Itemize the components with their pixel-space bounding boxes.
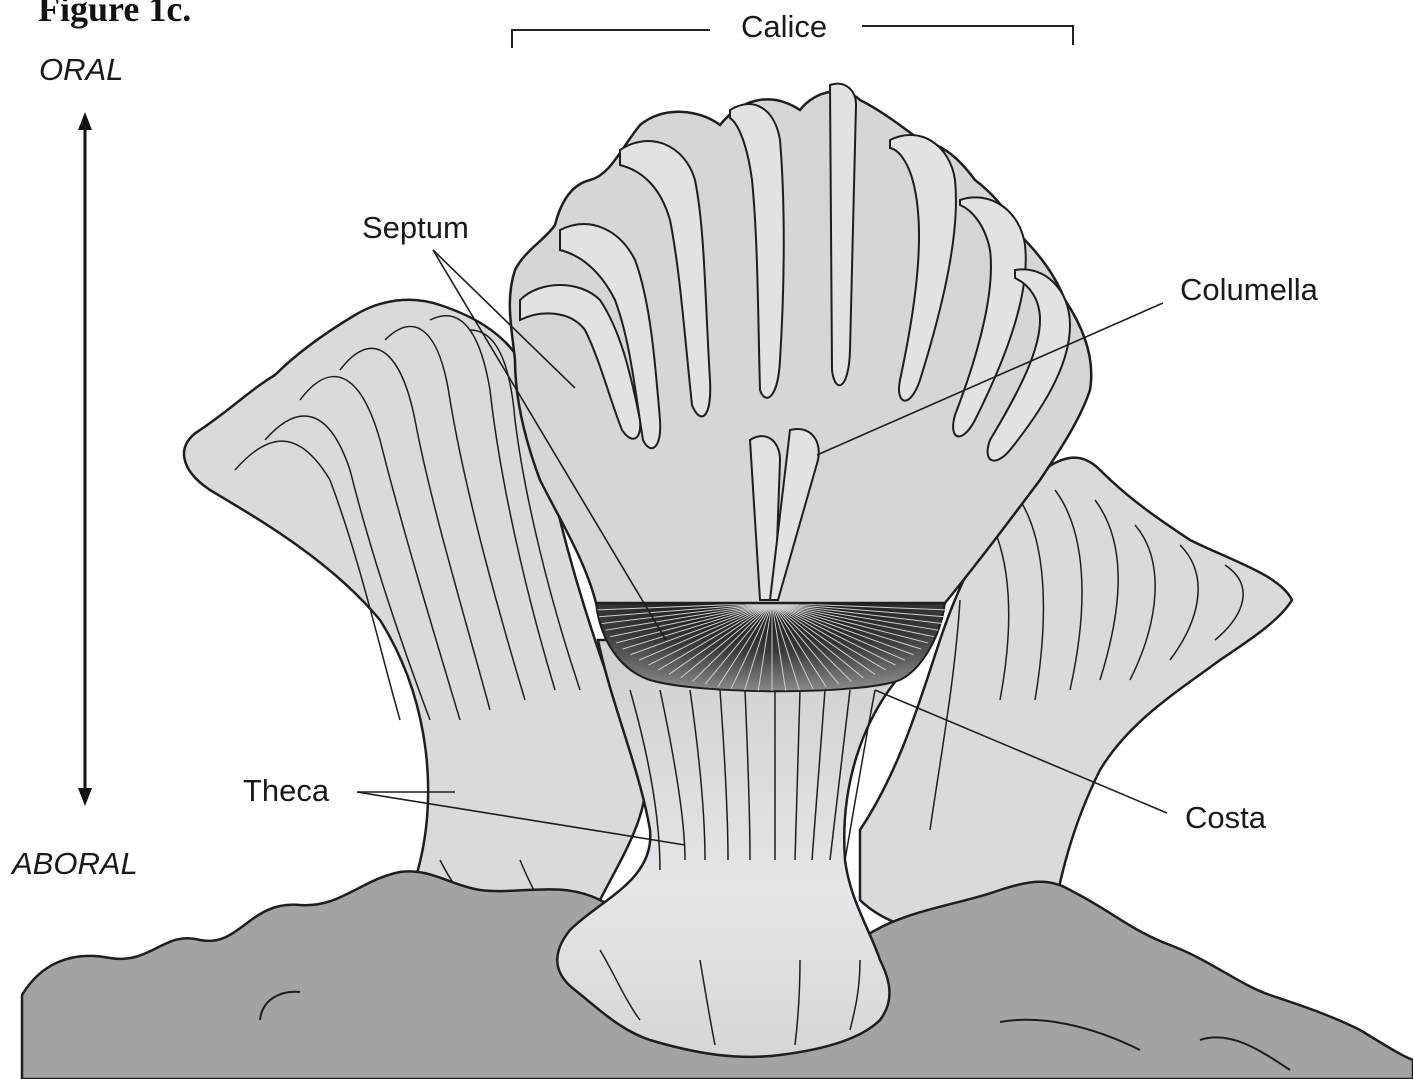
oral-aboral-arrow (78, 112, 92, 806)
calice-label: Calice (741, 9, 827, 45)
septum-label: Septum (362, 210, 469, 246)
theca-label: Theca (243, 773, 329, 809)
figure-title: Figure 1c. (38, 0, 191, 30)
oral-label: ORAL (39, 52, 123, 88)
aboral-label: ABORAL (12, 846, 138, 882)
columella-label: Columella (1180, 272, 1318, 308)
costa-label: Costa (1185, 800, 1266, 836)
